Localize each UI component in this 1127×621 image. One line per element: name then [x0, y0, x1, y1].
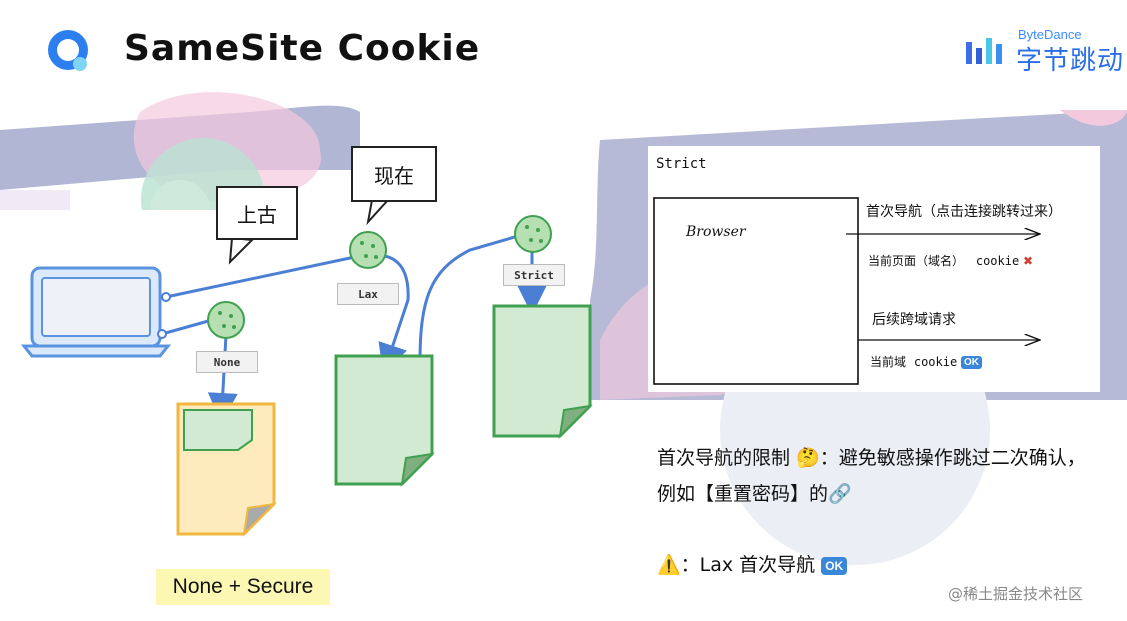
cross-icon: ✖ — [1023, 254, 1034, 268]
document-strict-icon — [492, 304, 593, 439]
samesite-diagram — [20, 199, 593, 537]
ok-big-icon: OK — [821, 556, 848, 575]
tag-strict: Strict — [503, 264, 565, 286]
slide-title: SameSite Cookie — [124, 28, 481, 69]
path-to-strict — [418, 234, 519, 363]
document-lax-icon — [334, 354, 435, 487]
tag-none: None — [196, 351, 258, 373]
cookie-lax-icon — [349, 231, 387, 269]
bytedance-logo-icon — [966, 38, 1002, 64]
app-logo-icon — [48, 30, 88, 71]
laptop-icon — [20, 266, 172, 358]
watermark: @稀土掘金技术社区 — [948, 585, 1084, 603]
document-none-icon — [176, 402, 277, 537]
current-page-label: 当前页面（域名） cookie ✖ — [868, 254, 1034, 268]
strict-panel: Strict Browser 首次导航（点击连接跳转过来） 当前页面（域名） c… — [648, 146, 1100, 392]
first-navigation-label: 首次导航（点击连接跳转过来） — [866, 204, 1062, 220]
path-to-lax — [165, 253, 410, 375]
path-to-none — [161, 318, 213, 336]
speech-bubble-now: 现在 — [351, 146, 437, 202]
speech-bubble-ancient: 上古 — [216, 186, 298, 240]
strict-panel-drawing — [653, 197, 1100, 385]
cookie-strict-icon — [514, 215, 552, 253]
tag-lax: Lax — [337, 283, 399, 305]
brand-english: ByteDance — [1018, 27, 1082, 42]
brand-chinese: 字节跳动 — [1016, 46, 1125, 76]
browser-label: Browser — [686, 224, 746, 240]
lax-warning-note: ⚠️：Lax 首次导航 OK — [657, 550, 848, 577]
cookie-none-icon — [207, 301, 245, 339]
navigation-limit-note: 首次导航的限制 🤔：避免敏感操作跳过二次确认，例如【重置密码】的🔗 — [657, 447, 1086, 505]
subsequent-request-label: 后续跨域请求 — [872, 312, 956, 328]
ok-icon: OK — [961, 356, 983, 369]
current-domain-label: 当前域 cookie OK — [870, 353, 983, 370]
strict-label: Strict — [656, 156, 707, 172]
none-secure-label: None + Secure — [156, 569, 330, 605]
